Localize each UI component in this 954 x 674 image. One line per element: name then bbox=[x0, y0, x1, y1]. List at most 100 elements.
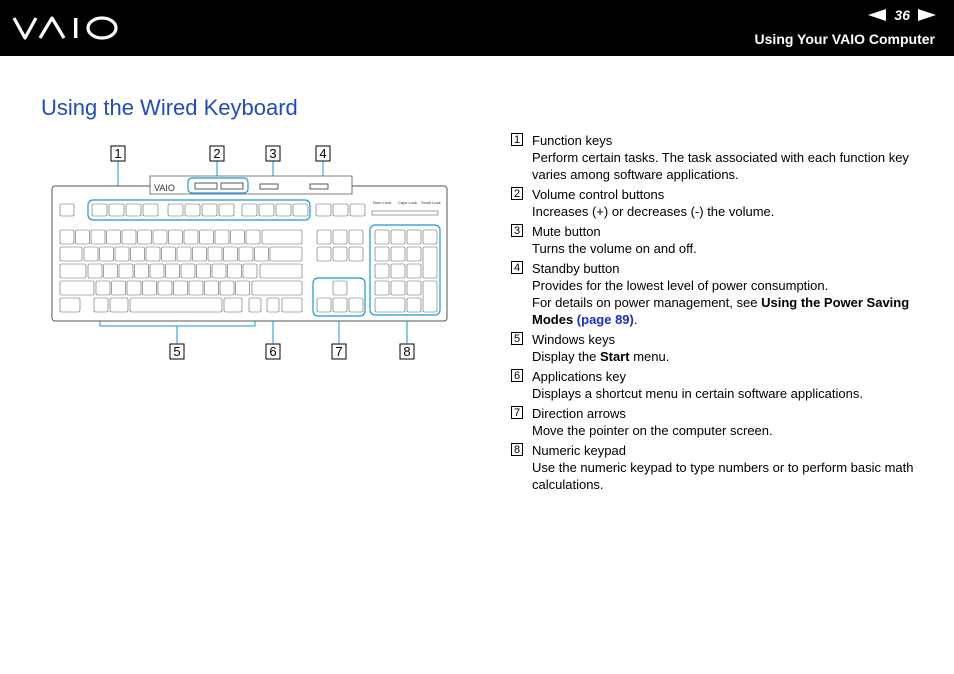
right-arrow-key bbox=[348, 297, 364, 313]
keyboard-key bbox=[137, 229, 152, 245]
keyboard-key bbox=[269, 246, 303, 262]
keyboard-key bbox=[254, 246, 269, 262]
item-number: 3 bbox=[511, 224, 523, 237]
callout-box bbox=[331, 343, 347, 360]
keyboard-key bbox=[106, 229, 121, 245]
left-arrow-key bbox=[316, 297, 332, 313]
numpad-key bbox=[406, 246, 422, 262]
function-key bbox=[201, 203, 218, 217]
callout-number: 4 bbox=[319, 146, 326, 161]
desc-pre: Display the bbox=[532, 349, 597, 364]
tab-key bbox=[59, 246, 83, 262]
detail-end: . bbox=[633, 312, 638, 327]
system-key bbox=[332, 203, 349, 217]
list-item: 3 Mute button Turns the volume on and of… bbox=[511, 223, 921, 257]
page-navigator: 36 bbox=[868, 7, 936, 23]
keyboard-key bbox=[219, 280, 235, 296]
keyboard-key bbox=[204, 280, 219, 296]
keyboard-brand-text: VAIO bbox=[154, 183, 175, 193]
item-description: Provides for the lowest level of power c… bbox=[532, 278, 829, 293]
function-key bbox=[167, 203, 184, 217]
function-key bbox=[218, 203, 235, 217]
keyboard-key bbox=[180, 263, 196, 279]
callout-number: 1 bbox=[114, 146, 121, 161]
callout-box bbox=[265, 343, 281, 360]
left-shift-key bbox=[59, 280, 95, 296]
item-title: Windows keys bbox=[532, 332, 616, 347]
up-arrow-key bbox=[332, 280, 348, 296]
navigation-key bbox=[332, 246, 348, 262]
keyboard-key bbox=[103, 263, 118, 279]
item-number: 7 bbox=[511, 406, 523, 419]
vaio-logo bbox=[12, 16, 118, 40]
system-key bbox=[315, 203, 332, 217]
keyboard-key bbox=[168, 229, 183, 245]
next-page-arrow-icon[interactable] bbox=[918, 9, 936, 21]
function-key bbox=[275, 203, 292, 217]
section-title: Using Your VAIO Computer bbox=[754, 31, 935, 47]
keyboard-key bbox=[121, 229, 137, 245]
keyboard-key bbox=[142, 280, 157, 296]
windows-key bbox=[248, 297, 262, 313]
item-description: Increases (+) or decreases (-) the volum… bbox=[532, 204, 775, 219]
previous-page-arrow-icon[interactable] bbox=[868, 9, 887, 21]
keyboard-key bbox=[157, 280, 173, 296]
page-link[interactable]: (page 89) bbox=[576, 312, 634, 327]
callout-number: 7 bbox=[335, 344, 342, 359]
keyboard-key bbox=[214, 229, 230, 245]
keyboard-key bbox=[152, 229, 168, 245]
function-key bbox=[142, 203, 159, 217]
item-number: 8 bbox=[511, 443, 523, 456]
keyboard-key bbox=[149, 263, 165, 279]
navigation-key bbox=[316, 246, 332, 262]
numpad-key bbox=[406, 229, 422, 245]
list-item: 2 Volume control buttons Increases (+) o… bbox=[511, 186, 921, 220]
callout-number: 5 bbox=[173, 344, 180, 359]
list-item: 1 Function keys Perform certain tasks. T… bbox=[511, 132, 921, 183]
item-number: 1 bbox=[511, 133, 523, 146]
navigation-key bbox=[332, 229, 348, 245]
numpad-key bbox=[390, 229, 406, 245]
keyboard-key bbox=[87, 263, 103, 279]
page-header: 36 Using Your VAIO Computer bbox=[0, 0, 954, 56]
item-list: 1 Function keys Perform certain tasks. T… bbox=[511, 132, 921, 496]
list-item: 4 Standby button Provides for the lowest… bbox=[511, 260, 921, 328]
keyboard-key bbox=[183, 229, 199, 245]
numpad-key bbox=[406, 263, 422, 279]
detail-text: For details on power management, see bbox=[532, 295, 758, 310]
callout-box bbox=[265, 145, 281, 162]
caps-lock-key bbox=[59, 263, 87, 279]
keyboard-key bbox=[95, 280, 111, 296]
numpad-key bbox=[390, 280, 406, 296]
keyboard-key bbox=[223, 246, 238, 262]
list-item: 8 Numeric keypad Use the numeric keypad … bbox=[511, 442, 921, 493]
keyboard-key bbox=[118, 263, 134, 279]
numpad-key bbox=[406, 280, 422, 296]
keyboard-key bbox=[176, 246, 192, 262]
keyboard-key bbox=[238, 246, 254, 262]
keyboard-key bbox=[192, 246, 207, 262]
list-item: 7 Direction arrows Move the pointer on t… bbox=[511, 405, 921, 439]
keyboard-key bbox=[230, 229, 245, 245]
keyboard-key bbox=[75, 229, 90, 245]
item-number: 5 bbox=[511, 332, 523, 345]
callout-box bbox=[315, 145, 331, 162]
item-description: Turns the volume on and off. bbox=[532, 241, 697, 256]
callout-box bbox=[209, 145, 225, 162]
callout-box bbox=[399, 343, 415, 360]
keyboard-key bbox=[161, 246, 176, 262]
item-description: Display the Start menu. bbox=[532, 348, 921, 365]
navigation-key bbox=[316, 229, 332, 245]
windows-key bbox=[93, 297, 109, 313]
alt-key bbox=[109, 297, 129, 313]
item-description: Displays a shortcut menu in certain soft… bbox=[532, 386, 863, 401]
keyboard-key bbox=[207, 246, 223, 262]
function-key bbox=[125, 203, 142, 217]
numpad-key bbox=[406, 297, 422, 313]
desc-post: menu. bbox=[633, 349, 670, 364]
keyboard-key bbox=[114, 246, 130, 262]
right-shift-key bbox=[251, 280, 303, 296]
numpad-key bbox=[374, 263, 390, 279]
keyboard-key bbox=[227, 263, 242, 279]
caps-lock-indicator: Caps Lock bbox=[398, 200, 417, 205]
